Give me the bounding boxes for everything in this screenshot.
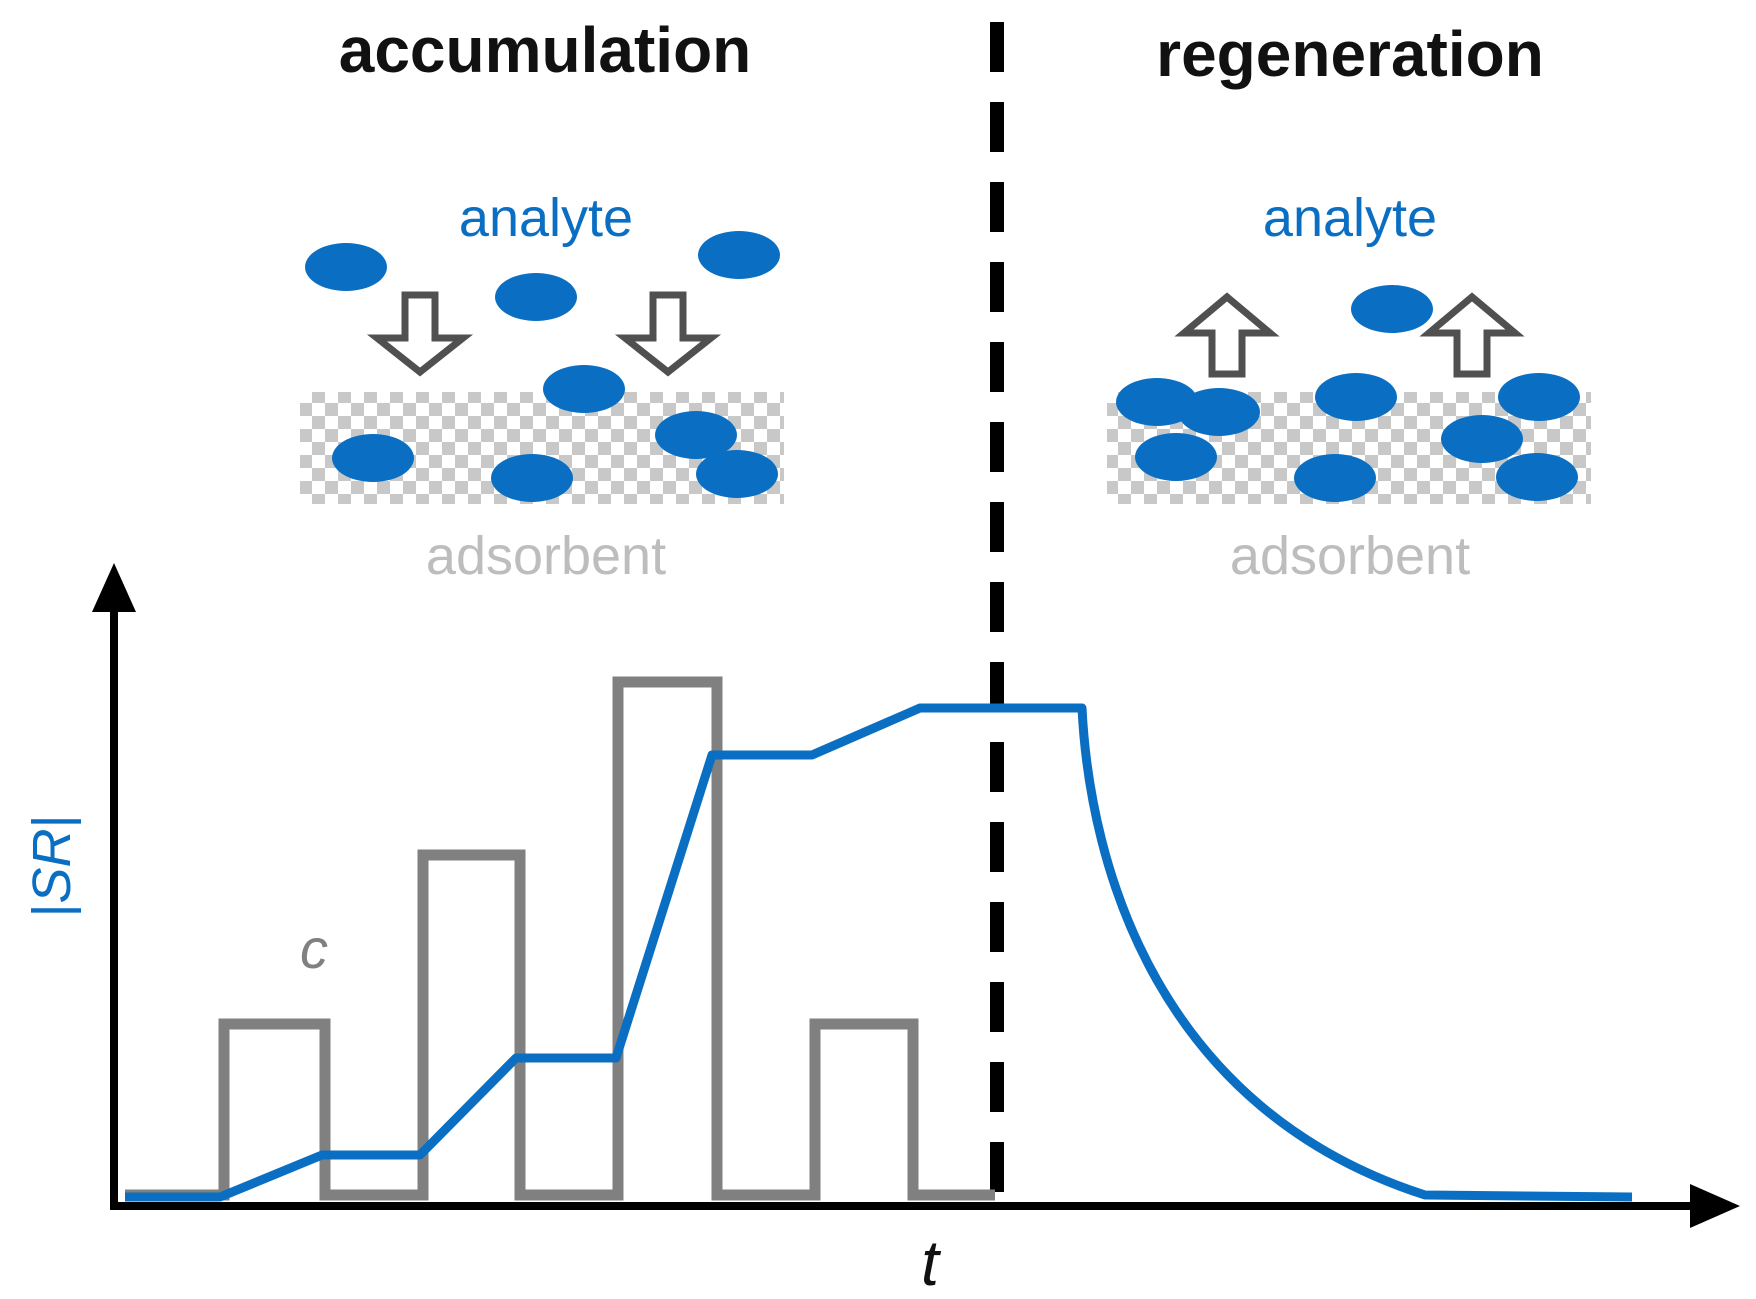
analyte-particle-adsorbed <box>696 450 778 498</box>
analyte-particle <box>305 243 387 291</box>
x-axis-arrowhead-icon <box>1690 1184 1740 1228</box>
analyte-particle-adsorbed <box>1294 454 1376 502</box>
sensor-response-trace <box>125 703 1633 1202</box>
heading-accumulation: accumulation <box>339 14 752 86</box>
analyte-label-left: analyte <box>459 188 633 248</box>
analyte-particle-adsorbed <box>1496 453 1578 501</box>
up-arrow-icon <box>1174 292 1280 378</box>
y-axis-label: |SR| <box>22 814 82 917</box>
y-axis-label-symbol: SR <box>22 828 82 903</box>
analyte-particle-adsorbed <box>1116 378 1198 426</box>
concentration-label: c <box>300 917 328 980</box>
analyte-particle <box>698 231 780 279</box>
regeneration-panel: analyte adsorbent <box>1107 188 1591 586</box>
adsorbent-label-right: adsorbent <box>1230 526 1470 586</box>
y-axis-arrowhead-icon <box>92 563 136 612</box>
analyte-particle-adsorbed <box>1135 433 1217 481</box>
analyte-label-right: analyte <box>1263 188 1437 248</box>
analyte-particle <box>1351 285 1433 333</box>
down-arrow-icon <box>614 291 722 377</box>
signal-plot: c t |SR| <box>22 563 1740 1299</box>
x-axis-label: t <box>921 1227 941 1299</box>
y-axis-label-prefix: | <box>22 904 82 918</box>
analyte-particle-adsorbed <box>1441 415 1523 463</box>
adsorbent-label-left: adsorbent <box>426 526 666 586</box>
analyte-particle-adsorbed <box>655 411 737 459</box>
analyte-particle-adsorbed <box>332 434 414 482</box>
analyte-particle <box>495 273 577 321</box>
concentration-pulse-trace <box>125 676 995 1201</box>
analyte-particle <box>543 365 625 413</box>
accumulation-panel: analyte adsorbent <box>300 188 784 586</box>
analyte-particle-adsorbed <box>1315 373 1397 421</box>
up-arrow-icon <box>1419 292 1525 378</box>
analyte-particle-adsorbed <box>491 454 573 502</box>
y-axis-label-suffix: | <box>22 814 82 828</box>
analyte-particle-adsorbed <box>1498 373 1580 421</box>
heading-regeneration: regeneration <box>1156 18 1544 90</box>
analyte-particle-adsorbed <box>1178 388 1260 436</box>
down-arrow-icon <box>366 291 474 377</box>
